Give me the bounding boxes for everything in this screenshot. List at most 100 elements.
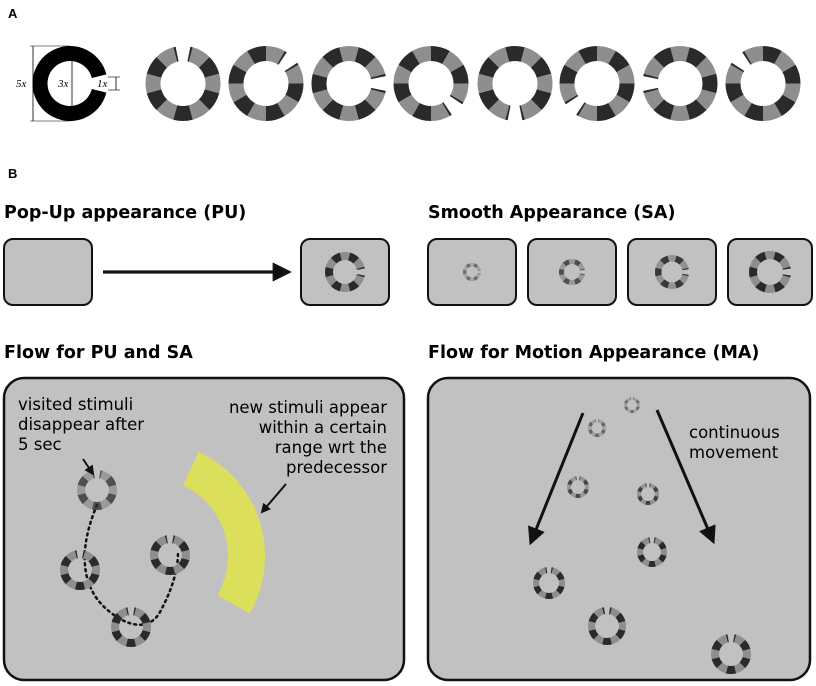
ring-segment (579, 268, 585, 271)
heading-smooth: Smooth Appearance (SA) (428, 203, 675, 223)
orientation-ring (228, 46, 304, 121)
ring-segment (478, 56, 500, 78)
ring-segment (60, 555, 72, 567)
ring-segment (59, 564, 69, 576)
new-stimuli-text-line-1: new stimuli appear (229, 398, 387, 417)
ring-segment (198, 89, 220, 111)
ring-segment (779, 275, 791, 287)
ring-segment (716, 634, 728, 646)
ring-segment (640, 498, 647, 505)
ring-segment (624, 406, 629, 411)
ring-segment (579, 273, 585, 276)
ring-segment (655, 267, 662, 277)
ring-segment (755, 281, 767, 293)
ring-segment (654, 558, 663, 567)
ring-segment (393, 64, 412, 84)
ring-segment (711, 639, 723, 651)
ring-segment (600, 429, 606, 435)
ring-segment (782, 266, 791, 270)
ring-segment (65, 550, 77, 562)
ring-segment (653, 47, 675, 68)
ring-segment (742, 648, 752, 660)
ring-segment (730, 94, 752, 116)
ring-segment (325, 257, 337, 269)
ring-segment (173, 46, 179, 62)
ring-segment (100, 498, 112, 510)
ring-segment (711, 657, 723, 669)
ring-segment (398, 94, 420, 116)
ring-segment (602, 425, 607, 431)
reference-ring: 5x 3x 1x (16, 45, 120, 122)
ring-segment (567, 479, 574, 486)
ring-segment (247, 102, 266, 121)
ring-segment (685, 99, 707, 120)
ring-segment (763, 102, 782, 121)
ring-segment (640, 483, 647, 490)
ring-segment (178, 558, 190, 570)
orientation-ring (145, 46, 221, 121)
ring-segment (637, 554, 646, 563)
ring-segment (567, 484, 572, 490)
ring-segment (649, 483, 656, 490)
ring-segment (88, 573, 100, 585)
ring-segment (643, 89, 665, 111)
ring-segment (125, 607, 129, 616)
ring-segment (629, 409, 635, 414)
ring-segment (150, 540, 162, 552)
orientation-ring (559, 46, 635, 121)
ring-segment (576, 102, 586, 116)
ring-segment (575, 493, 581, 498)
orientation-rings (145, 46, 801, 122)
ring-segment (562, 259, 570, 267)
panel-a-label: A (8, 6, 18, 21)
pu-stimulus-ring (324, 252, 365, 292)
ring-segment (749, 266, 758, 278)
ring-segment (755, 251, 767, 263)
new-stimuli-text-line-3: range wrt the (275, 438, 387, 457)
orientation-ring (643, 46, 718, 121)
ring-segment (442, 51, 464, 73)
ring-segment (91, 564, 101, 576)
ring-segment (164, 535, 168, 544)
ring-segment (330, 280, 342, 292)
sa-ring (559, 259, 585, 285)
ring-segment (155, 563, 167, 575)
flow-stimulus-ring (59, 550, 101, 591)
ring-segment (655, 259, 665, 270)
ring-segment (588, 421, 594, 427)
ma-stimulus-ring (711, 634, 752, 674)
ring-segment (655, 274, 665, 285)
ring-segment (582, 488, 589, 495)
ring-segment (749, 257, 761, 269)
ring-segment (597, 419, 600, 423)
ring-segment (312, 56, 334, 78)
ring-segment (559, 83, 578, 103)
ring-segment (682, 273, 689, 277)
ring-segment (575, 476, 577, 481)
ring-segment (616, 83, 635, 103)
ring-segment (654, 491, 660, 497)
pu-ring (324, 252, 365, 292)
flow-pu-sa-rings (59, 470, 190, 648)
ring-segment (477, 272, 481, 275)
ring-segment (412, 46, 431, 65)
ring-segment (82, 498, 94, 510)
visited-annotation: visited stimuli disappear after 5 sec (18, 395, 144, 476)
ring-segment (658, 541, 667, 550)
ma-stimulus-ring (533, 567, 565, 600)
ring-segment (725, 64, 744, 84)
ring-segment (626, 408, 631, 413)
ring-segment (588, 612, 599, 623)
ring-segment (181, 549, 190, 561)
ring-segment (465, 275, 471, 281)
ring-segment (588, 629, 599, 640)
range-arc (182, 451, 266, 614)
ring-segment (674, 255, 685, 265)
ring-segment (734, 662, 746, 674)
ring-segment (764, 251, 776, 260)
visited-text-line-1: visited stimuli (18, 395, 133, 414)
ring-segment (597, 102, 616, 121)
ring-segment (398, 51, 420, 73)
ring-segment (477, 269, 481, 272)
